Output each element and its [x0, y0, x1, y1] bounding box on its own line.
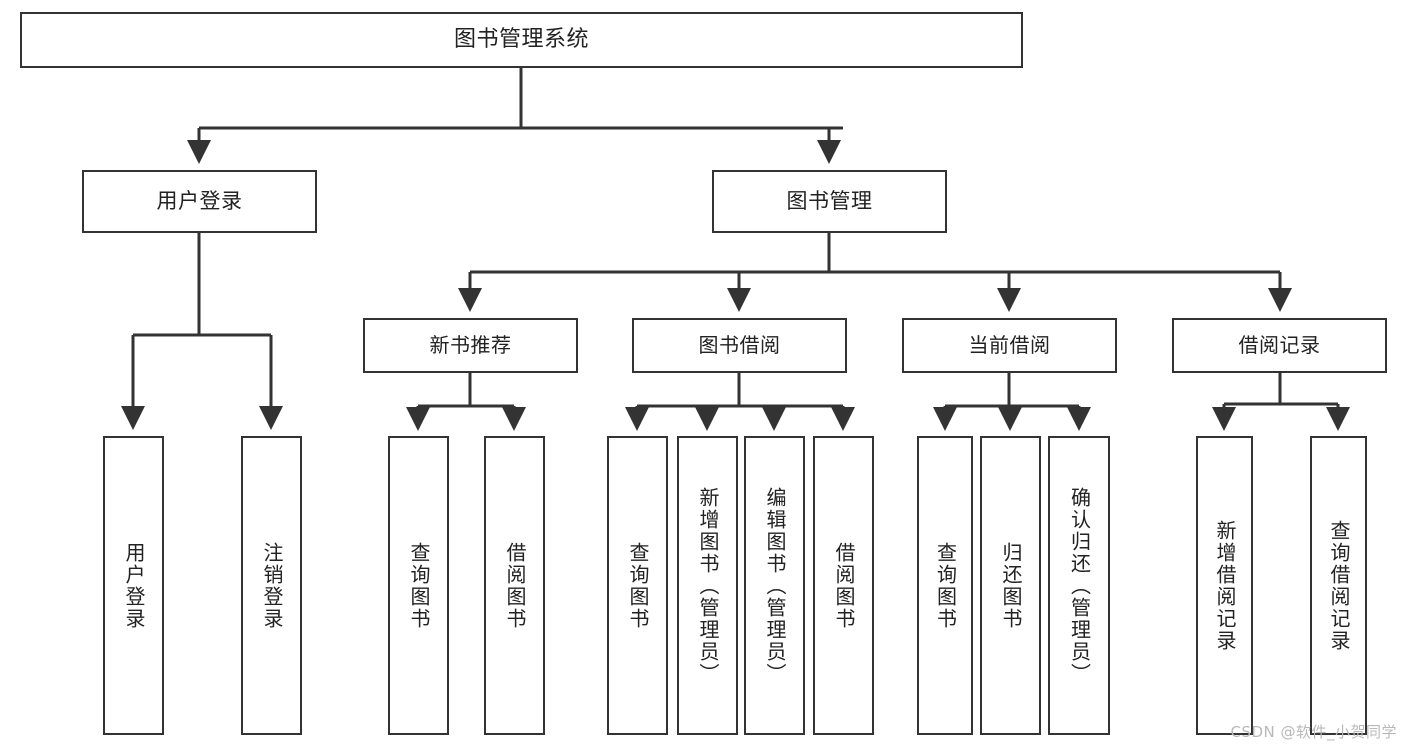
node-leaf-add-book-admin[interactable]: 新增图书（管理员）: [677, 436, 738, 735]
node-leaf-edit-book-admin[interactable]: 编辑图书（管理员）: [744, 436, 805, 735]
node-leaf-borrow-book-recommend-label: 借阅图书: [503, 541, 527, 630]
node-root[interactable]: 图书管理系统: [20, 12, 1023, 68]
node-new-book-recommend[interactable]: 新书推荐: [363, 318, 578, 373]
node-current-borrow[interactable]: 当前借阅: [902, 318, 1117, 373]
node-leaf-user-login[interactable]: 用户登录: [103, 436, 164, 735]
node-leaf-logout[interactable]: 注销登录: [241, 436, 302, 735]
node-new-book-recommend-label: 新书推荐: [429, 332, 512, 357]
csdn-watermark: CSDN @软件_小贺同学: [1230, 723, 1397, 741]
node-leaf-borrow-book-recommend[interactable]: 借阅图书: [484, 436, 545, 735]
node-leaf-query-book-current[interactable]: 查询图书: [917, 436, 973, 735]
node-leaf-query-book-current-label: 查询图书: [933, 541, 958, 630]
node-leaf-borrow-book-label: 借阅图书: [832, 541, 856, 630]
node-borrow-record[interactable]: 借阅记录: [1172, 318, 1387, 373]
node-leaf-confirm-return-admin-label: 确认归还（管理员）: [1067, 486, 1092, 685]
node-book-borrow-label: 图书借阅: [698, 332, 781, 357]
node-leaf-query-borrow-record-label: 查询借阅记录: [1327, 519, 1351, 652]
node-leaf-logout-label: 注销登录: [260, 541, 284, 630]
node-leaf-add-book-admin-label: 新增图书（管理员）: [696, 486, 720, 685]
node-leaf-borrow-book[interactable]: 借阅图书: [813, 436, 874, 735]
node-user-login[interactable]: 用户登录: [82, 170, 317, 233]
node-root-label: 图书管理系统: [453, 27, 589, 53]
node-leaf-query-book-borrow-label: 查询图书: [626, 541, 650, 630]
node-leaf-user-login-label: 用户登录: [122, 541, 146, 630]
node-leaf-add-borrow-record[interactable]: 新增借阅记录: [1196, 436, 1253, 735]
node-leaf-query-book-recommend[interactable]: 查询图书: [388, 436, 449, 735]
node-leaf-edit-book-admin-label: 编辑图书（管理员）: [763, 486, 787, 685]
node-leaf-return-book-label: 归还图书: [999, 541, 1023, 630]
node-current-borrow-label: 当前借阅: [968, 332, 1051, 357]
node-leaf-query-borrow-record[interactable]: 查询借阅记录: [1310, 436, 1367, 735]
node-leaf-query-book-recommend-label: 查询图书: [407, 541, 431, 630]
node-user-login-label: 用户登录: [156, 189, 243, 214]
node-leaf-return-book[interactable]: 归还图书: [980, 436, 1041, 735]
node-book-management-label: 图书管理: [786, 189, 873, 214]
node-borrow-record-label: 借阅记录: [1238, 332, 1321, 357]
node-book-borrow[interactable]: 图书借阅: [632, 318, 847, 373]
node-leaf-confirm-return-admin[interactable]: 确认归还（管理员）: [1048, 436, 1110, 735]
node-leaf-add-borrow-record-label: 新增借阅记录: [1213, 519, 1237, 652]
node-leaf-query-book-borrow[interactable]: 查询图书: [607, 436, 668, 735]
node-book-management[interactable]: 图书管理: [712, 170, 947, 233]
